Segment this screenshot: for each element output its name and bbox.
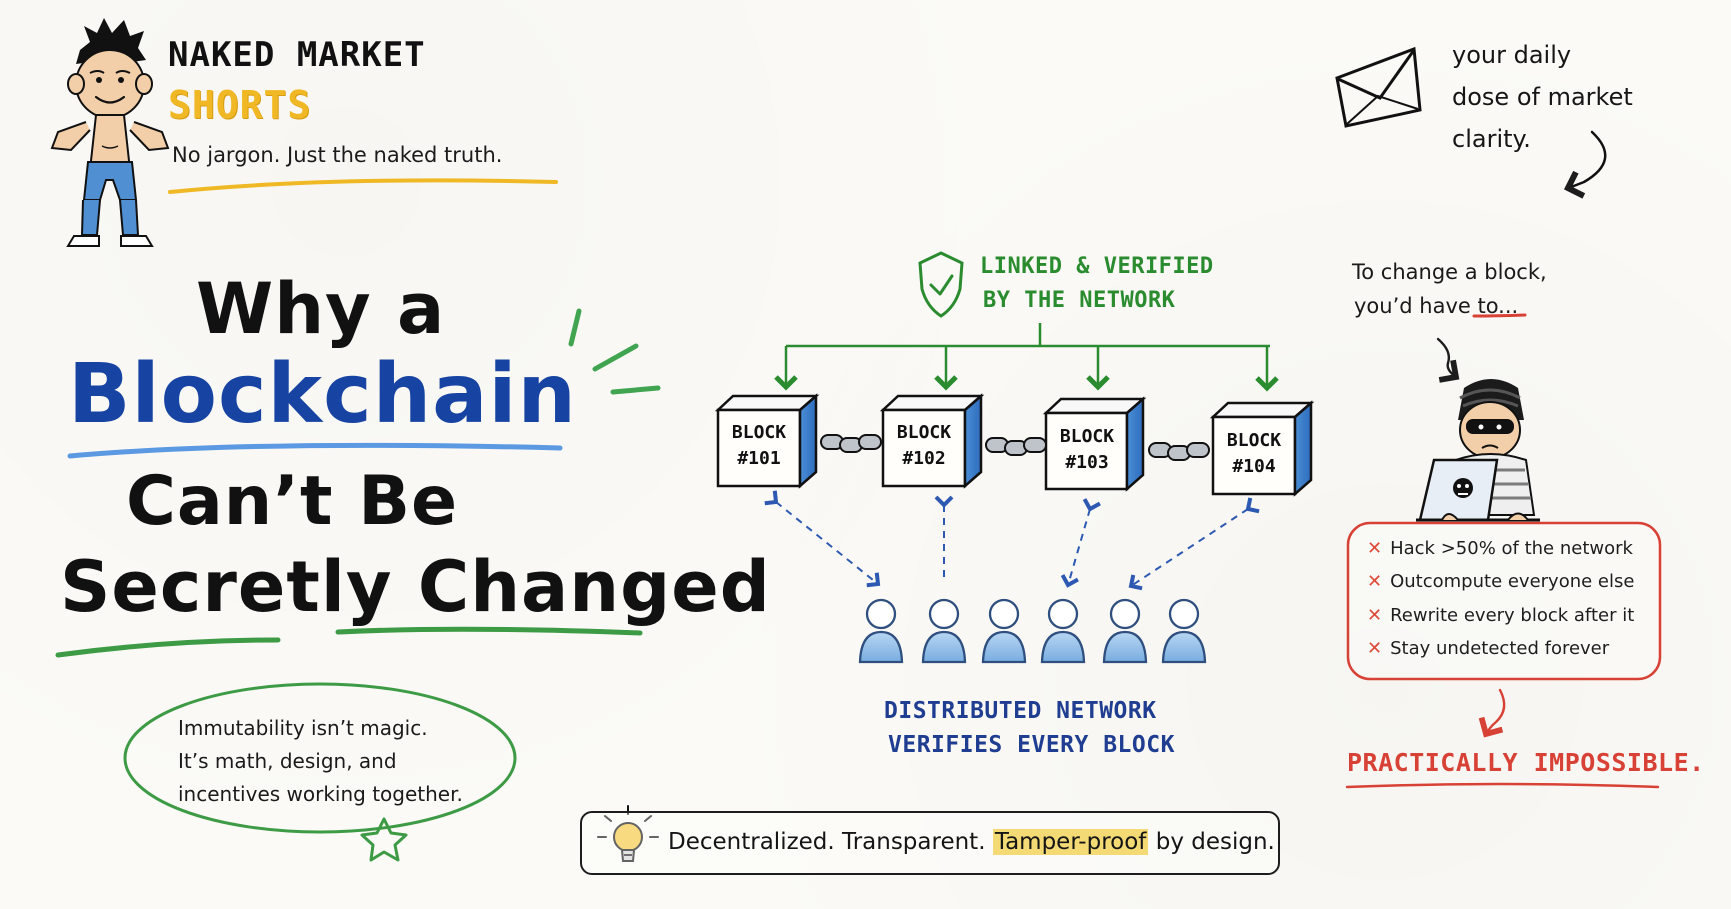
attack-item-4-text: Stay undetected forever [1390, 638, 1610, 659]
attack-item-3-text: Rewrite every block after it [1390, 605, 1635, 626]
chain-link-1 [820, 434, 882, 453]
block-101-number: #101 [737, 448, 781, 469]
attack-item-1-text: Hack >50% of the network [1390, 538, 1633, 559]
bottom-banner [580, 811, 1280, 875]
verification-label-line-1: LINKED & VERIFIED [980, 254, 1214, 279]
blockchain-underline [67, 442, 563, 459]
impossible-arrow [1478, 688, 1506, 738]
block-104 [1209, 400, 1315, 497]
impossible-underline [1345, 782, 1660, 789]
note-line-1: Immutability isn’t magic. [178, 716, 428, 740]
attack-item-2: ✕ Outcompute everyone else [1367, 573, 1634, 591]
attack-item-1: ✕ Hack >50% of the network [1367, 540, 1633, 558]
headline-line-2: Blockchain [68, 347, 577, 442]
mascot-character [50, 18, 170, 247]
newsletter-line-2: dose of market [1452, 83, 1633, 111]
block-103-title: BLOCK [1059, 426, 1115, 447]
network-node-2 [921, 598, 967, 664]
cross-icon: ✕ [1367, 638, 1383, 659]
newsletter-line-1: your daily [1452, 41, 1572, 69]
block-102 [879, 393, 985, 489]
thief-intro-line-1: To change a block, [1352, 260, 1547, 284]
blockchain-diagram [714, 393, 1315, 497]
note-line-2: It’s math, design, and [178, 749, 397, 773]
chain-link-2 [985, 437, 1047, 456]
thief-character [1416, 379, 1540, 522]
block-104-title: BLOCK [1226, 430, 1282, 451]
network-node-5 [1102, 598, 1148, 664]
lightbulb-icon [597, 805, 659, 862]
bottom-banner-prefix: Decentralized. Transparent. [668, 829, 993, 855]
block-101 [714, 393, 820, 489]
note-line-3: incentives working together. [178, 782, 463, 806]
headline-line-1: Why a [196, 268, 446, 350]
headline-burst-1 [568, 308, 582, 347]
newsletter-line-3: clarity. [1452, 125, 1531, 153]
network-node-4 [1040, 598, 1086, 664]
block-104-number: #104 [1232, 456, 1276, 477]
cross-icon: ✕ [1367, 571, 1383, 592]
network-node-1 [858, 598, 904, 664]
note-bubble-outline [123, 682, 517, 834]
network-node-3 [981, 598, 1027, 664]
block-102-title: BLOCK [896, 422, 952, 443]
headline-burst-3 [610, 385, 661, 395]
cross-icon: ✕ [1367, 605, 1383, 626]
network-label-line-2: VERIFIES EVERY BLOCK [888, 732, 1175, 758]
bottom-banner-suffix: by design. [1148, 829, 1275, 855]
attack-conclusion: PRACTICALLY IMPOSSIBLE. [1347, 748, 1705, 777]
attack-item-4: ✕ Stay undetected forever [1367, 640, 1609, 658]
chain-link-3 [1148, 442, 1210, 461]
attack-checklist-box [1346, 521, 1662, 681]
verification-connectors [774, 323, 1279, 392]
note-bubble-text: Immutability isn’t magic. It’s math, des… [178, 712, 498, 811]
thief-intro-underline [1472, 313, 1527, 318]
network-nodes [858, 598, 1207, 664]
envelope-icon [1335, 46, 1422, 128]
newsletter-copy: your daily dose of market clarity. [1452, 34, 1672, 160]
brand-title: NAKED MARKET [168, 35, 426, 75]
changed-underline-1 [55, 637, 281, 658]
block-103-number: #103 [1065, 452, 1109, 473]
bottom-banner-highlight: Tamper-proof [992, 829, 1149, 855]
attack-item-2-text: Outcompute everyone else [1390, 571, 1635, 592]
thief-intro-line-2: you’d have to... [1354, 294, 1519, 318]
brand-underline [168, 178, 558, 194]
network-label-line-1: DISTRIBUTED NETWORK [884, 698, 1157, 724]
attack-item-3: ✕ Rewrite every block after it [1367, 607, 1634, 625]
headline-line-4: Secretly Changed [60, 546, 771, 628]
brand-subtitle: SHORTS [168, 83, 312, 127]
changed-underline-2 [335, 626, 643, 636]
brand-tagline: No jargon. Just the naked truth. [172, 143, 503, 167]
star-icon [360, 817, 408, 862]
verification-label-line-2: BY THE NETWORK [983, 288, 1176, 313]
headline-line-3: Can’t Be [126, 462, 459, 541]
shield-check-icon [918, 251, 964, 318]
thief-arrow [1436, 337, 1460, 383]
network-node-6 [1161, 598, 1207, 664]
cross-icon: ✕ [1367, 538, 1383, 559]
newsletter-arrow [1563, 130, 1607, 199]
block-102-number: #102 [902, 448, 946, 469]
network-arrows [764, 490, 1260, 591]
headline-burst-2 [592, 343, 639, 372]
block-103 [1042, 396, 1147, 492]
block-101-title: BLOCK [731, 422, 787, 443]
bottom-banner-text: Decentralized. Transparent. Tamper-proof… [668, 829, 1275, 855]
